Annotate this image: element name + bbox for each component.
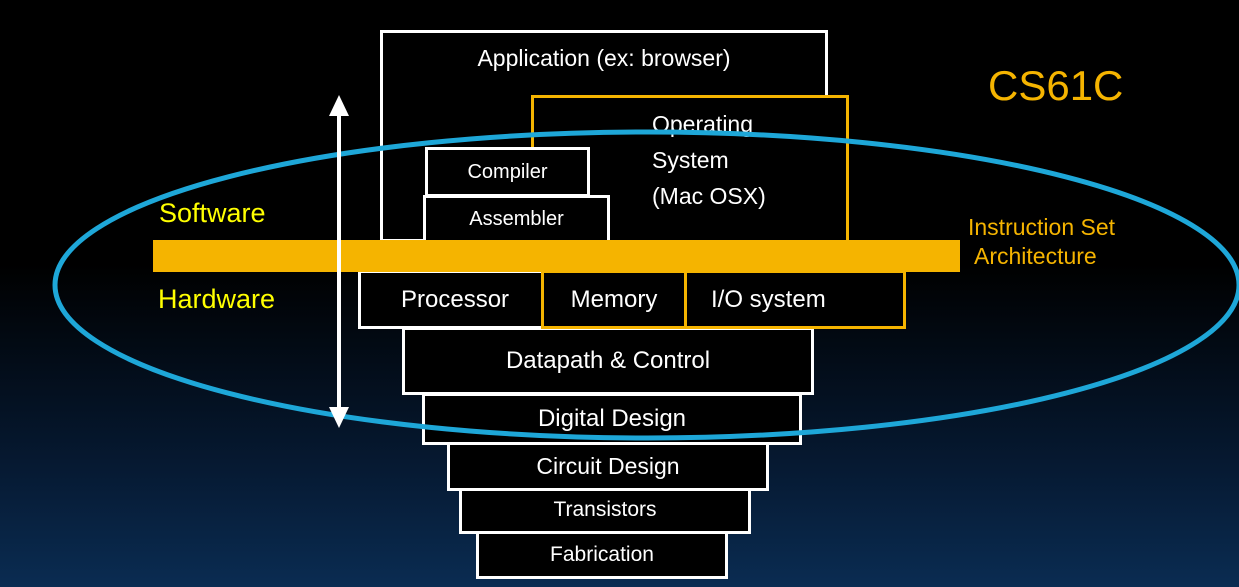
course-title: CS61C	[988, 62, 1124, 109]
isa-label: Instruction Set Architecture	[968, 213, 1115, 271]
compiler-label: Compiler	[467, 160, 548, 183]
transistors-box: Transistors	[459, 486, 751, 534]
os-line-3: (Mac OSX)	[652, 183, 766, 209]
isa-label-line-1: Instruction Set	[968, 214, 1116, 240]
software-hardware-arrow	[329, 95, 349, 428]
application-label: Application (ex: browser)	[477, 45, 731, 71]
io-system-label: I/O system	[711, 285, 826, 313]
datapath-control-box: Datapath & Control	[402, 327, 814, 395]
cs61c-scope-ellipse	[52, 129, 1239, 441]
hardware-label: Hardware	[158, 284, 276, 314]
isa-label-line-2: Architecture	[974, 243, 1097, 269]
fabrication-label: Fabrication	[550, 543, 654, 566]
assembler-label: Assembler	[469, 207, 564, 230]
circuit-design-box: Circuit Design	[447, 442, 769, 491]
datapath-control-label: Datapath & Control	[505, 347, 711, 374]
os-line-2: System	[652, 147, 729, 173]
transistors-label: Transistors	[553, 498, 657, 521]
digital-design-label: Digital Design	[537, 405, 687, 432]
circuit-design-label: Circuit Design	[536, 453, 680, 479]
software-label: Software	[159, 198, 266, 228]
isa-bar	[153, 240, 960, 272]
processor-label: Processor	[401, 285, 510, 313]
fabrication-box: Fabrication	[476, 531, 728, 579]
memory-label: Memory	[570, 285, 658, 313]
